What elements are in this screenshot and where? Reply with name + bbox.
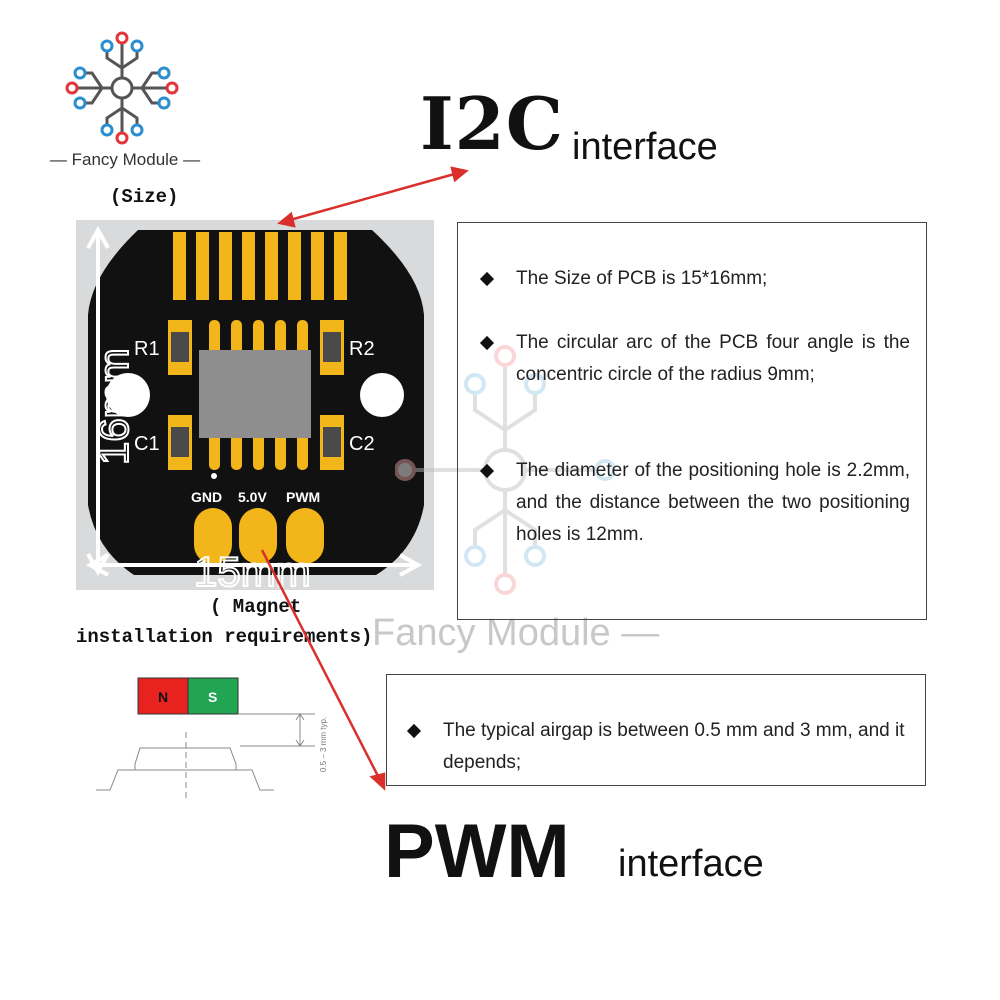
dim-width: 15mm xyxy=(194,548,311,590)
bullet-diamond-icon xyxy=(479,271,495,287)
airgap-spec-box: The typical airgap is between 0.5 mm and… xyxy=(386,674,926,786)
label-c1: C1 xyxy=(134,433,160,455)
magnet-caption-line1: ( Magnet xyxy=(210,596,302,618)
brand-name-top: — Fancy Module — xyxy=(49,150,201,169)
label-r1: R1 xyxy=(134,338,160,360)
i2c-subtitle: interface xyxy=(572,126,718,168)
dim-height: 16mm xyxy=(90,348,137,465)
size-heading: (Size) xyxy=(110,186,179,208)
resistor-r2 xyxy=(320,320,344,375)
bullet-diamond-icon xyxy=(406,723,422,739)
i2c-title: I2C xyxy=(420,81,565,166)
magnet-south-label: S xyxy=(208,689,217,705)
spec-text: The diameter of the positioning hole is … xyxy=(516,460,910,545)
brand-name: Fancy Module xyxy=(71,150,179,169)
spec-bullet: The diameter of the positioning hole is … xyxy=(478,455,910,551)
capacitor-c1 xyxy=(168,415,192,470)
arrow-i2c xyxy=(289,171,459,222)
i2c-pads xyxy=(173,232,347,300)
watermark-logo xyxy=(395,345,615,595)
capacitor-c2 xyxy=(320,415,344,470)
label-5v: 5.0V xyxy=(238,489,267,505)
spec-text: The Size of PCB is 15*16mm; xyxy=(516,268,768,289)
label-c2: C2 xyxy=(349,433,375,455)
pin1-dot xyxy=(211,473,217,479)
label-r2: R2 xyxy=(349,338,375,360)
magnet-north xyxy=(137,677,189,715)
spec-bullet: The circular arc of the PCB four angle i… xyxy=(478,327,910,391)
bullet-diamond-icon xyxy=(479,335,495,351)
label-pwm: PWM xyxy=(286,489,320,505)
fancy-module-logo xyxy=(65,31,179,145)
pwm-title: PWM xyxy=(384,809,570,894)
resistor-r1 xyxy=(168,320,192,375)
spec-bullet: The Size of PCB is 15*16mm; xyxy=(478,263,910,295)
pcb-spec-box: The Size of PCB is 15*16mm; The circular… xyxy=(457,222,927,620)
pwm-subtitle: interface xyxy=(618,843,764,885)
bullet-diamond-icon xyxy=(479,463,495,479)
magnet-north-label: N xyxy=(158,689,168,705)
spec-text: The typical airgap is between 0.5 mm and… xyxy=(443,720,905,773)
magnet-airgap-diagram: N S 0.5 – 3 mm typ. xyxy=(96,677,328,798)
magnet-caption-line2: installation requirements) xyxy=(76,626,373,648)
airgap-label: 0.5 – 3 mm typ. xyxy=(319,717,328,772)
sensor-chip xyxy=(199,350,311,438)
magnet-south xyxy=(187,677,239,715)
label-gnd: GND xyxy=(191,489,222,505)
positioning-hole-right xyxy=(360,373,404,417)
positioning-hole-left xyxy=(106,373,150,417)
pcb-diagram: R1 R2 C1 C2 GND 5.0V PWM 16mm 15mm xyxy=(85,225,424,590)
spec-bullet: The typical airgap is between 0.5 mm and… xyxy=(405,715,909,779)
spec-text: The circular arc of the PCB four angle i… xyxy=(516,332,910,385)
